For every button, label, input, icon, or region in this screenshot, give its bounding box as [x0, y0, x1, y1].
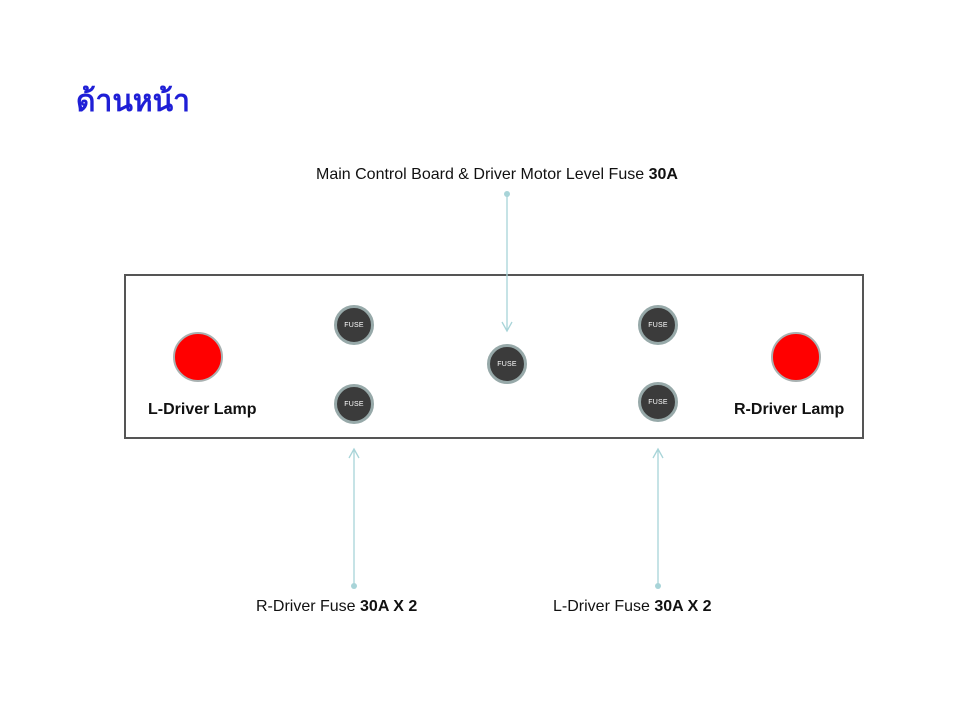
fuse-bottom-left: FUSE [334, 384, 374, 424]
main-control-arrow [501, 191, 513, 333]
r-driver-fuse-arrow [348, 447, 360, 589]
fuse-top-right-label: FUSE [648, 321, 668, 329]
main-control-fuse-rating: 30A [648, 166, 678, 183]
l-driver-lamp-label: L-Driver Lamp [148, 401, 257, 418]
page-title: ด้านหน้า [76, 84, 190, 119]
control-panel-front [124, 274, 864, 439]
r-driver-lamp [771, 332, 821, 382]
r-driver-fuse-label: R-Driver Fuse 30A X 2 [256, 598, 417, 616]
main-control-fuse-label: Main Control Board & Driver Motor Level … [316, 166, 678, 184]
r-driver-fuse-label-text: R-Driver Fuse [256, 598, 361, 615]
r-driver-lamp-label: R-Driver Lamp [734, 401, 845, 418]
fuse-bottom-right-label: FUSE [648, 398, 668, 406]
fuse-top-left: FUSE [334, 305, 374, 345]
fuse-center-label: FUSE [497, 360, 517, 368]
fuse-center: FUSE [487, 344, 527, 384]
fuse-bottom-right: FUSE [638, 382, 678, 422]
fuse-top-right: FUSE [638, 305, 678, 345]
main-control-fuse-label-text: Main Control Board & Driver Motor Level … [316, 166, 649, 183]
r-driver-fuse-rating: 30A X 2 [360, 598, 418, 615]
fuse-top-left-label: FUSE [344, 321, 364, 329]
l-driver-lamp [173, 332, 223, 382]
fuse-bottom-left-label: FUSE [344, 400, 364, 408]
l-driver-fuse-label-text: L-Driver Fuse [553, 598, 655, 615]
l-driver-fuse-rating: 30A X 2 [654, 598, 712, 615]
l-driver-fuse-arrow [652, 447, 664, 589]
l-driver-fuse-label: L-Driver Fuse 30A X 2 [553, 598, 712, 616]
